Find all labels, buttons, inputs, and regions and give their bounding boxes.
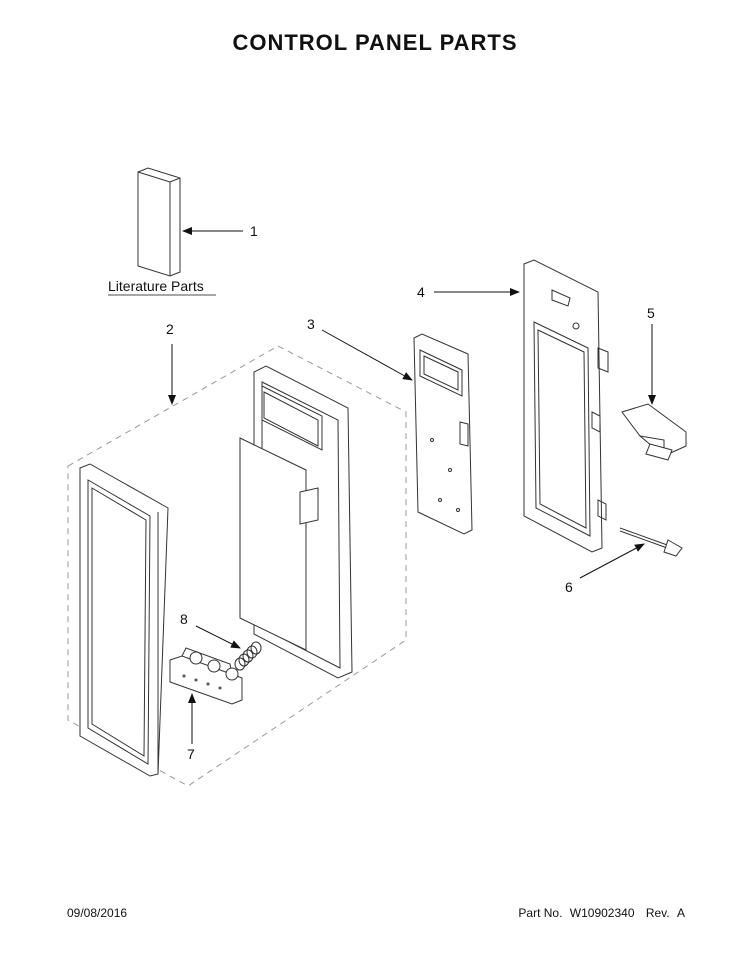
- part-no-label: Part No.: [518, 906, 563, 920]
- leader-arrows: [168, 227, 656, 744]
- rev-label: Rev.: [645, 906, 670, 920]
- button-keypad: [169, 647, 243, 705]
- footer-date: 09/08/2016: [67, 906, 128, 920]
- circuit-board: [413, 333, 473, 535]
- mounting-bracket: [523, 259, 609, 553]
- part-no-value: W10902340: [569, 906, 635, 920]
- rev-value: A: [676, 906, 685, 920]
- literature-booklet: [137, 167, 181, 277]
- callout-4: 4: [417, 284, 425, 300]
- callout-5: 5: [647, 305, 655, 321]
- control-panel-housing: [239, 365, 353, 679]
- callout-1: 1: [250, 223, 258, 239]
- arrow-8: [195, 625, 241, 649]
- callout-7: 7: [187, 746, 195, 762]
- latch-clip: [621, 403, 687, 461]
- arrow-6: [579, 543, 645, 579]
- spring: [234, 641, 262, 671]
- footer-part-info: Part No. W10902340 Rev. A: [514, 906, 685, 920]
- literature-parts-label: Literature Parts: [108, 278, 204, 294]
- callout-8: 8: [180, 611, 188, 627]
- page-title: CONTROL PANEL PARTS: [232, 30, 518, 55]
- callout-3: 3: [307, 316, 315, 332]
- screw: [619, 527, 683, 557]
- callout-6: 6: [565, 579, 573, 595]
- control-panel-frame: [79, 463, 169, 777]
- arrow-3: [321, 329, 413, 381]
- callout-2: 2: [166, 321, 174, 337]
- assembly-outline: [67, 345, 407, 787]
